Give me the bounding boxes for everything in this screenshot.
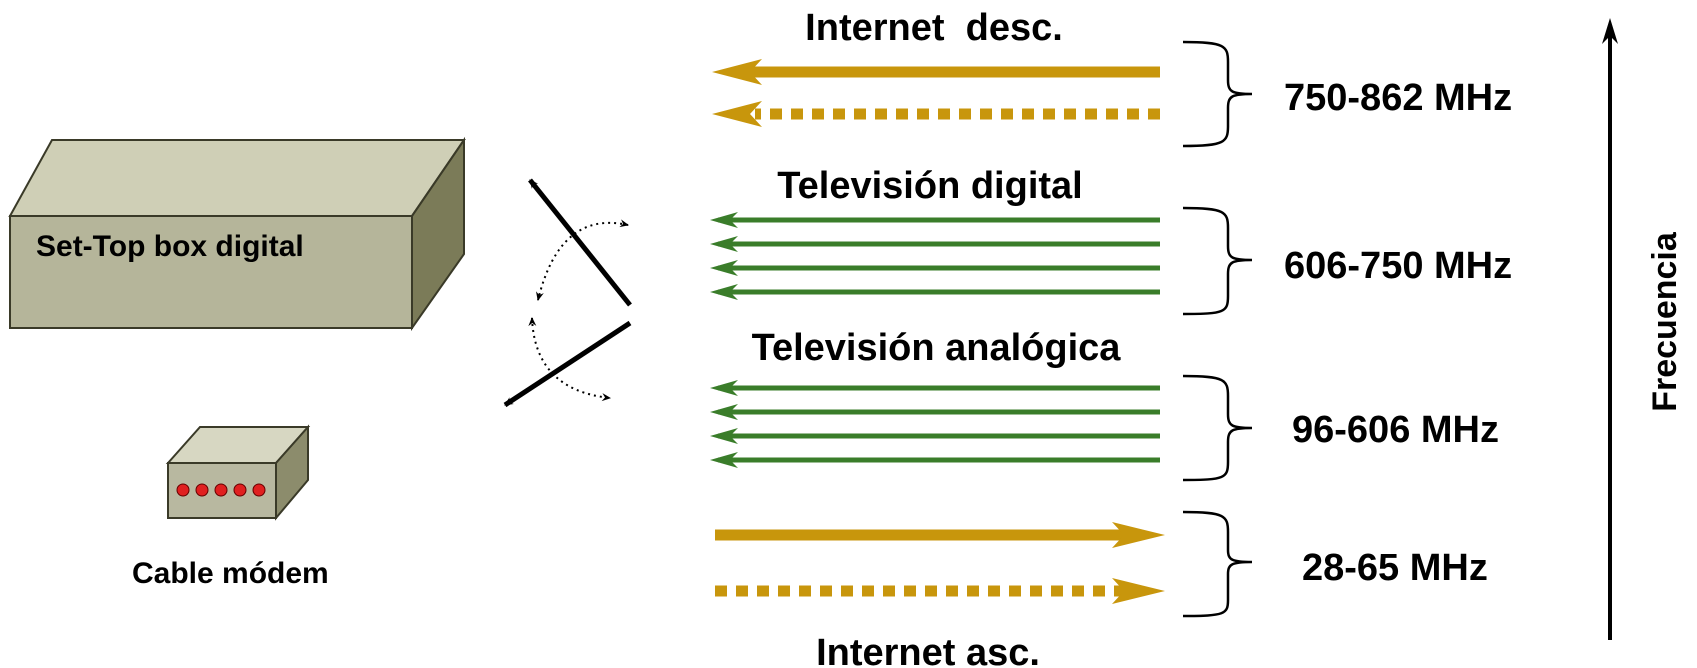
splitter-upper-arrow (528, 178, 632, 307)
arrowhead-right (1112, 578, 1165, 604)
arrowhead-left (710, 284, 738, 300)
arrowhead-right (1112, 522, 1165, 548)
freq-range-internet-up: 28-65 MHz (1302, 547, 1488, 589)
frequency-axis-label: Frecuencia (1646, 231, 1684, 412)
cable-modem: Cable módem (132, 424, 329, 590)
arrowhead-left (710, 212, 738, 228)
freq-range-tv-digital: 606-750 MHz (1284, 245, 1512, 287)
freq-range-tv-analog: 96-606 MHz (1292, 409, 1499, 451)
frequency-axis-arrowhead (1602, 18, 1618, 44)
arrowhead-left (710, 380, 738, 396)
arrowhead-left (710, 428, 738, 444)
splitter-lower-arrow (503, 320, 632, 408)
arrowhead-left (710, 404, 738, 420)
modem-led (252, 483, 266, 497)
splitter-symbol (503, 178, 632, 408)
settop-box-top (8, 139, 466, 217)
brace-tv-digital (1182, 206, 1253, 316)
brace-internet-down (1182, 40, 1253, 148)
modem-led (176, 483, 190, 497)
cable-modem-label: Cable módem (132, 557, 329, 590)
band-title-tv-digital: Televisión digital (777, 165, 1082, 207)
brace-tv-analog (1182, 374, 1253, 482)
frequency-axis: Frecuencia (1602, 18, 1684, 640)
internet-up-signals (715, 522, 1165, 604)
band-title-internet-up: Internet asc. (816, 632, 1040, 668)
arrowhead-left (710, 236, 738, 252)
internet-down-signals (712, 59, 1160, 127)
arrowhead-left (710, 452, 738, 468)
curved-dotted-arrow (531, 317, 611, 402)
tv-analog-signals (710, 380, 1160, 468)
modem-led (233, 483, 247, 497)
settop-box-front (9, 215, 413, 329)
band-title-tv-analog: Televisión analógica (752, 327, 1122, 369)
arrowhead-left (710, 260, 738, 276)
band-title-internet-down: Internet desc. (805, 7, 1063, 49)
settop-box: Set-Top box digital (8, 136, 466, 332)
settop-box-label: Set-Top box digital (36, 230, 304, 263)
curved-dotted-arrow (528, 317, 537, 327)
freq-range-internet-down: 750-862 MHz (1284, 77, 1512, 119)
brace-internet-up (1182, 510, 1253, 618)
arrowhead-left (712, 59, 762, 85)
arrowhead-left (712, 101, 762, 127)
modem-led (214, 483, 228, 497)
braces (1182, 40, 1253, 618)
tv-digital-signals (710, 212, 1160, 300)
modem-led (195, 483, 209, 497)
